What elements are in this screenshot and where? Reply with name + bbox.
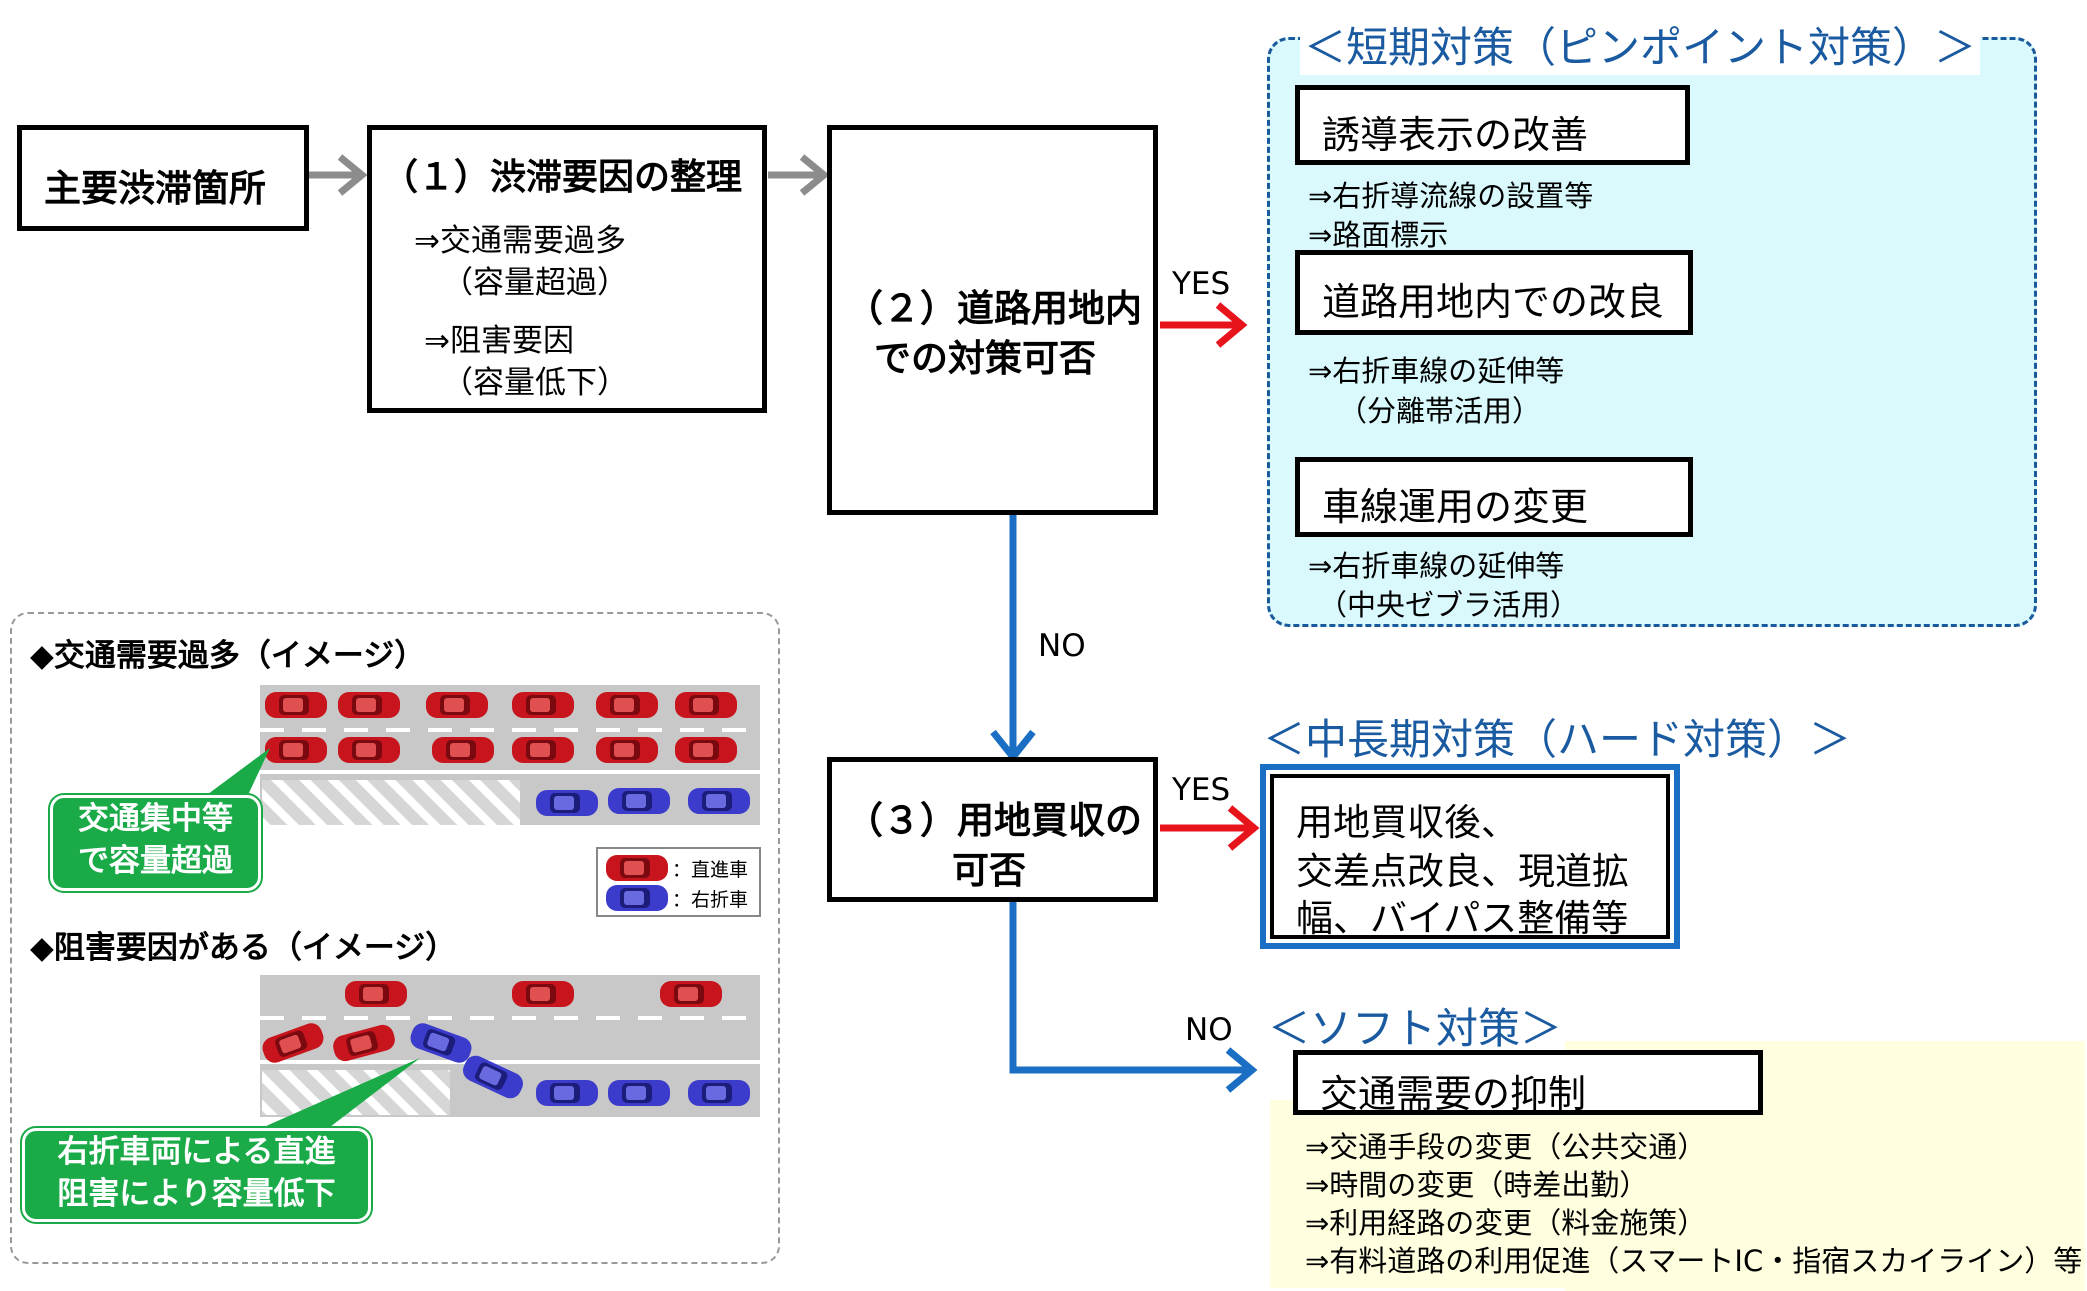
step2-line2: での対策可否 (874, 337, 1096, 380)
car-straight (265, 737, 327, 763)
road-illustration-1 (260, 685, 760, 825)
step1-line4: （容量低下） (442, 365, 628, 401)
short-item3-title: 車線運用の変更 (1322, 485, 1589, 529)
step1-title: （１）渋滞要因の整理 (382, 157, 743, 198)
callout-demand-line2: で容量超過 (78, 843, 233, 879)
short-item1-title: 誘導表示の改善 (1322, 113, 1589, 157)
red-arrow-yes1 (1160, 302, 1248, 348)
blue-arrow-no2 (1009, 900, 1258, 1093)
no1-label: NO (1038, 628, 1086, 664)
soft-desc3: ⇒利用経路の変更（料金施策） (1305, 1206, 1707, 1240)
legend (596, 847, 761, 917)
gray-arrow-2 (768, 154, 830, 196)
car-straight (265, 692, 327, 718)
soft-desc1: ⇒交通手段の変更（公共交通） (1305, 1130, 1707, 1164)
short-item2-desc2: （分離帯活用） (1338, 394, 1542, 428)
car-straight (426, 692, 488, 718)
legend-straight-label: ：直進車 (672, 859, 749, 881)
car-right-turn (688, 788, 750, 814)
car-straight (338, 692, 400, 718)
car-straight (596, 737, 658, 763)
car-straight (432, 737, 494, 763)
image-heading-1: ◆交通需要過多（イメージ） (30, 638, 426, 674)
callout-obstruction-line1: 右折車両による直進 (57, 1134, 336, 1170)
step2-line1: （２）道路用地内 (846, 287, 1142, 330)
image-heading-2: ◆阻害要因がある（イメージ） (30, 930, 457, 966)
gray-arrow-1 (308, 154, 368, 196)
callout-obstruction-line2: 阻害により容量低下 (57, 1176, 336, 1212)
yes1-label: YES (1172, 266, 1231, 302)
short-term-heading: ＜短期対策（ピンポイント対策）＞ (1300, 14, 1981, 75)
road-illustration-2 (259, 975, 760, 1117)
soft-desc2: ⇒時間の変更（時差出勤） (1305, 1168, 1649, 1202)
mid-term-heading: ＜中長期対策（ハード対策）＞ (1263, 715, 1852, 764)
red-arrow-yes2 (1160, 805, 1260, 851)
step3-line1: （３）用地買収の (846, 799, 1142, 842)
callout-obstruction: 右折車両による直進 阻害により容量低下 (22, 1128, 371, 1222)
step3-box: （３）用地買収の 可否 (827, 757, 1158, 902)
mid-term-line3: 幅、バイパス整備等 (1296, 897, 1629, 940)
step2-box: （２）道路用地内 での対策可否 (827, 125, 1158, 515)
mid-term-box: 用地買収後、 交差点改良、現道拡 幅、バイパス整備等 (1260, 764, 1680, 949)
car-row-right-turn-1 (536, 788, 750, 816)
soft-heading: ＜ソフト対策＞ (1268, 1004, 1563, 1053)
soft-title-box: 交通需要の抑制 (1293, 1050, 1763, 1116)
step1-box: （１）渋滞要因の整理 ⇒交通需要過多 （容量超過） ⇒阻害要因 （容量低下） (367, 125, 767, 413)
car-straight (675, 737, 737, 763)
yes2-label: YES (1172, 772, 1231, 808)
car-straight (596, 692, 658, 718)
short-item3-desc1: ⇒右折車線の延伸等 (1308, 549, 1565, 583)
step1-line2: （容量超過） (442, 265, 628, 301)
legend-straight-icon (606, 855, 668, 881)
short-item1-desc2: ⇒路面標示 (1308, 218, 1449, 252)
short-item2-desc1: ⇒右折車線の延伸等 (1308, 354, 1565, 388)
start-box: 主要渋滞箇所 (17, 125, 309, 231)
short-item3-desc2: （中央ゼブラ活用） (1318, 588, 1580, 622)
start-label: 主要渋滞箇所 (44, 167, 266, 210)
soft-desc4: ⇒有料道路の利用促進（スマートIC・指宿スカイライン）等 (1305, 1244, 2083, 1278)
mid-term-line2: 交差点改良、現道拡 (1296, 850, 1629, 893)
car-right-turn (608, 788, 670, 814)
short-item3-box: 車線運用の変更 (1295, 457, 1693, 537)
legend-right-icon (606, 885, 668, 911)
step1-line3: ⇒阻害要因 (424, 323, 574, 359)
soft-title: 交通需要の抑制 (1320, 1072, 1587, 1116)
short-item1-desc1: ⇒右折導流線の設置等 (1308, 179, 1594, 213)
mid-term-line1: 用地買収後、 (1296, 801, 1518, 844)
callout-demand-line1: 交通集中等 (78, 801, 233, 837)
short-item1-box: 誘導表示の改善 (1295, 85, 1690, 165)
legend-right-label: ：右折車 (672, 889, 749, 911)
car-straight (512, 737, 574, 763)
step3-line2: 可否 (952, 849, 1026, 892)
step1-line1: ⇒交通需要過多 (414, 223, 626, 259)
short-item2-title: 道路用地内での改良 (1322, 280, 1665, 324)
image-panel (10, 612, 780, 1264)
soft-panel-bg-lower (1270, 1100, 2070, 1288)
car-right-turn (536, 790, 598, 816)
short-item2-box: 道路用地内での改良 (1295, 250, 1693, 335)
car-straight (675, 692, 737, 718)
car-straight (512, 692, 574, 718)
car-straight (338, 737, 400, 763)
no2-label: NO (1185, 1012, 1233, 1048)
callout-demand: 交通集中等 で容量超過 (50, 795, 261, 891)
